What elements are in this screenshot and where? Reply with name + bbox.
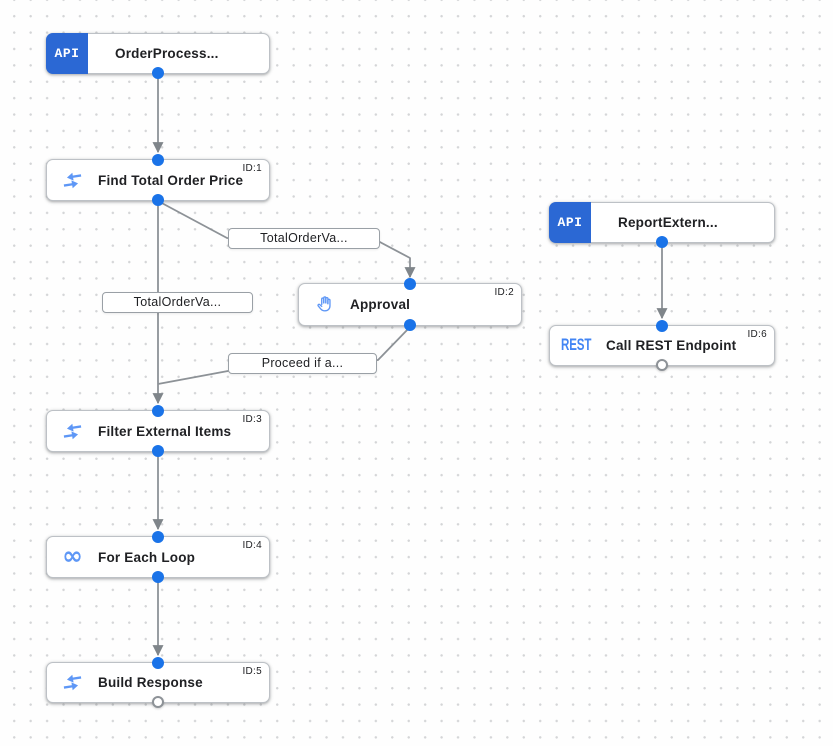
node-build-response[interactable]: ID:5 Build Response — [46, 657, 270, 708]
output-port[interactable] — [152, 445, 164, 457]
input-port[interactable] — [404, 278, 416, 290]
node-for-each-loop[interactable]: ID:4 ∞ For Each Loop — [46, 531, 270, 583]
task-id-badge: ID:5 — [242, 666, 262, 677]
task-id-badge: ID:4 — [242, 540, 262, 551]
edge-label-proceed-if-approved[interactable]: Proceed if a... — [228, 353, 377, 374]
output-port[interactable] — [152, 67, 164, 79]
api-trigger-badge-icon: API — [46, 33, 88, 74]
node-approval[interactable]: ID:2 Approval — [298, 278, 522, 331]
node-title: Approval — [350, 297, 411, 312]
edge-label-total-order-to-approval[interactable]: TotalOrderVa... — [228, 228, 380, 249]
input-port[interactable] — [656, 320, 668, 332]
output-port[interactable] — [152, 194, 164, 206]
node-title: Build Response — [98, 675, 203, 690]
input-port[interactable] — [152, 657, 164, 669]
rest-icon: REST — [561, 336, 592, 354]
node-order-process-trigger[interactable]: API OrderProcess... — [46, 33, 270, 79]
node-title: Find Total Order Price — [98, 172, 244, 188]
node-title: OrderProcess... — [115, 46, 219, 61]
task-id-badge: ID:3 — [242, 414, 262, 425]
node-filter-external-items[interactable]: ID:3 Filter External Items — [46, 405, 270, 457]
task-id-badge: ID:2 — [494, 287, 514, 298]
for-each-loop-infinity-icon: ∞ — [62, 540, 83, 570]
node-call-rest-endpoint[interactable]: ID:6 REST Call REST Endpoint — [549, 320, 775, 371]
output-port-empty[interactable] — [152, 696, 164, 708]
output-port-empty[interactable] — [656, 359, 668, 371]
input-port[interactable] — [152, 154, 164, 166]
edge-label-total-order-to-filter[interactable]: TotalOrderVa... — [102, 292, 253, 313]
data-mapping-icon — [62, 172, 83, 189]
node-report-extern-trigger[interactable]: API ReportExtern... — [549, 202, 775, 248]
task-id-badge: ID:6 — [747, 329, 767, 340]
api-trigger-badge-icon: API — [549, 202, 591, 243]
output-port[interactable] — [404, 319, 416, 331]
data-mapping-icon — [62, 674, 83, 691]
node-title: ReportExtern... — [618, 215, 718, 230]
pan-tool-approval-icon — [314, 295, 335, 314]
node-title: Call REST Endpoint — [606, 338, 737, 353]
input-port[interactable] — [152, 531, 164, 543]
task-id-badge: ID:1 — [242, 163, 262, 174]
output-port[interactable] — [656, 236, 668, 248]
node-find-total-order-price[interactable]: ID:1 Find Total Order Price — [46, 154, 270, 206]
node-title: Filter External Items — [98, 423, 232, 439]
data-mapping-icon — [62, 423, 83, 440]
node-title: For Each Loop — [98, 549, 196, 565]
output-port[interactable] — [152, 571, 164, 583]
input-port[interactable] — [152, 405, 164, 417]
